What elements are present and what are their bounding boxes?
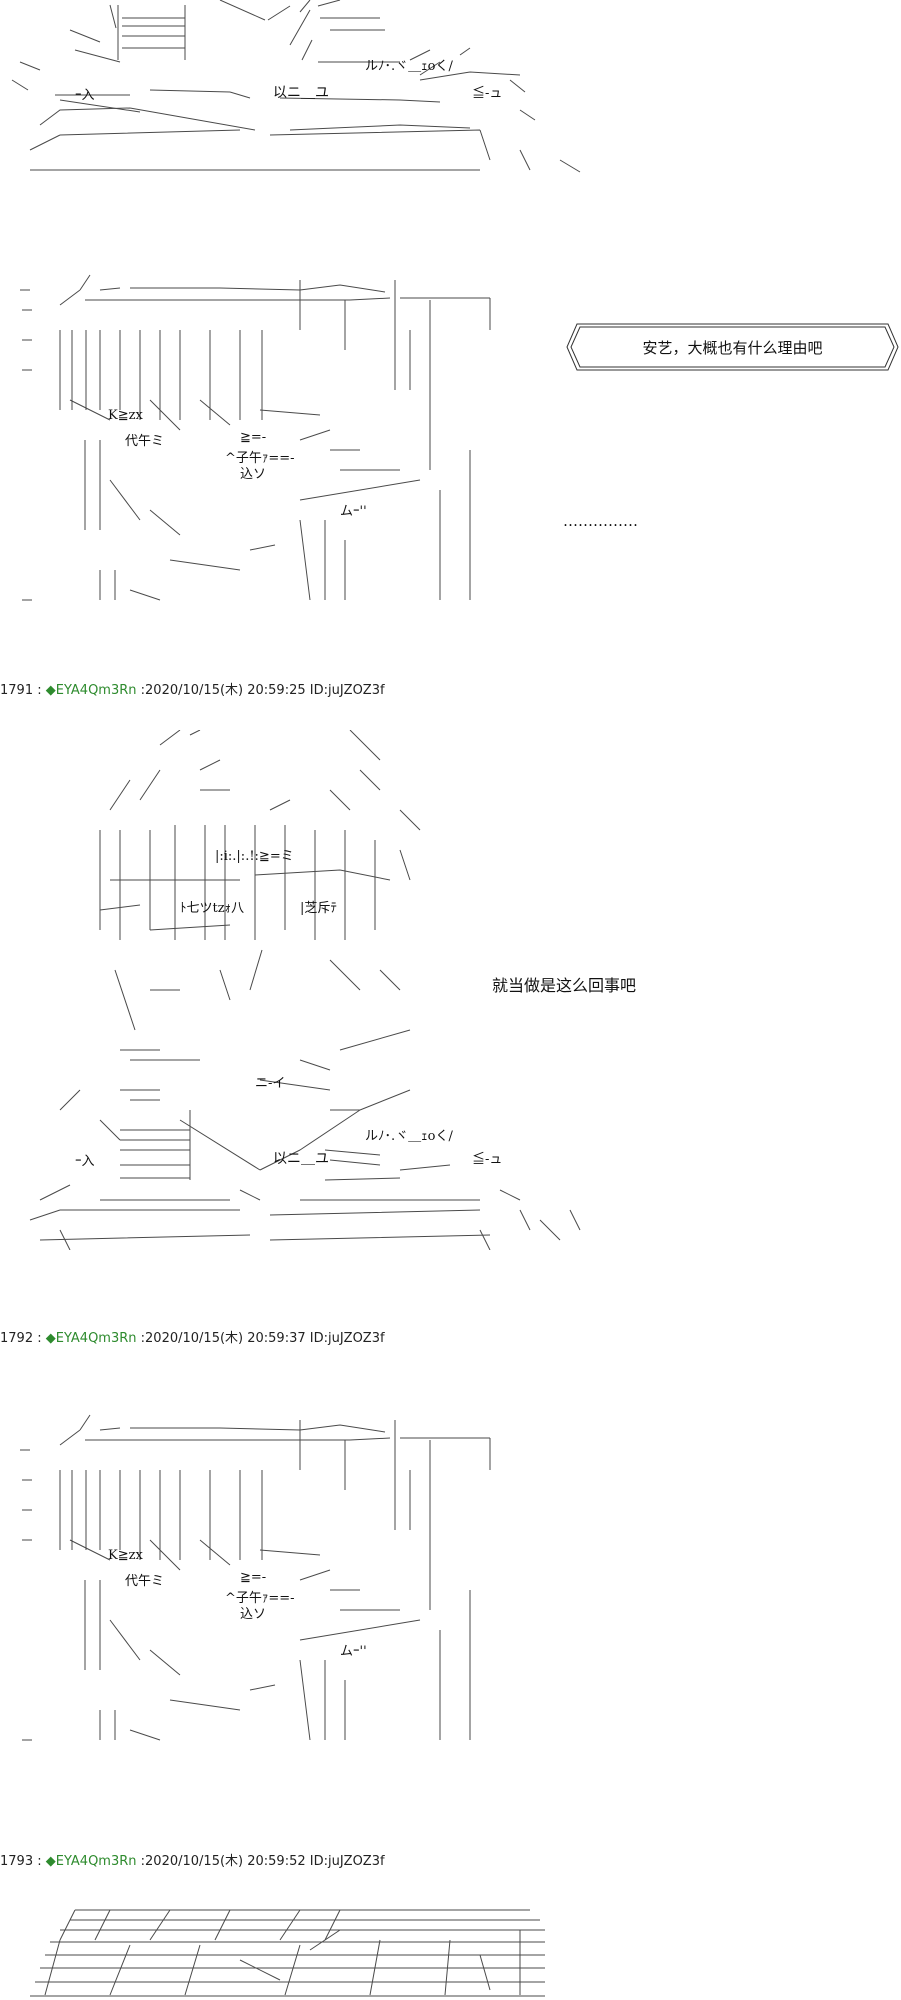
post-meta: :2020/10/15(木) 20:59:52 ID:juJZOZ3f bbox=[140, 1854, 385, 1869]
ascii-text-6: ≧=- bbox=[240, 430, 267, 445]
ascii-text-8b: 込ソ bbox=[240, 1607, 267, 1622]
ascii-text-5: 代午ミ bbox=[125, 434, 165, 449]
post-meta: :2020/10/15(木) 20:59:37 ID:juJZOZ3f bbox=[140, 1331, 385, 1346]
ascii-text-9: ムｰ'' bbox=[340, 504, 367, 519]
ascii-art-drawing bbox=[29, 730, 581, 1250]
trip-diamond-icon: ◆ bbox=[45, 1331, 56, 1346]
post-separator: : bbox=[37, 683, 42, 698]
ascii-text-3: ≦-ュ bbox=[472, 86, 503, 101]
trip-diamond-icon: ◆ bbox=[45, 683, 56, 698]
ascii-art-drawing bbox=[20, 1414, 491, 1741]
ascii-art-figure-2: |:i:.|:.!:≧=ミ ﾄ七ツtzｫ八 |芝斥ﾃ ニ-イ 以ニ＿ユ ルﾉ･.… bbox=[0, 730, 901, 1250]
ascii-text-8: 込ソ bbox=[240, 467, 267, 482]
post-separator: : bbox=[37, 1854, 42, 1869]
post-number: 1792 bbox=[0, 1331, 34, 1346]
ascii-text-10: |:i:.|:.!:≧=ミ bbox=[215, 849, 294, 864]
ascii-text-5b: 代午ミ bbox=[125, 1574, 165, 1589]
post-author-trip[interactable]: EYA4Qm3Rn bbox=[55, 1331, 137, 1346]
ascii-text-3b: ≦-ュ bbox=[472, 1152, 503, 1167]
trip-diamond-icon: ◆ bbox=[45, 1854, 56, 1869]
ascii-text-1b: 以ニ＿ユ bbox=[273, 1151, 329, 1167]
ascii-art-drawing bbox=[30, 1909, 545, 1997]
post-author-trip[interactable]: EYA4Qm3Rn bbox=[55, 1854, 137, 1869]
ascii-text-4: K≧zx bbox=[108, 408, 143, 423]
ellipsis-text: …………… bbox=[563, 512, 638, 530]
ascii-text-14b: ｰ入 bbox=[75, 1154, 95, 1169]
ascii-art-drawing bbox=[11, 0, 581, 173]
ascii-art-face-closeup-1: K≧zx 代午ミ ≧=- ^子午ｧ==- 込ソ ムｰ'' bbox=[0, 270, 901, 620]
post-number: 1791 bbox=[0, 683, 34, 698]
ascii-text-13: ニ-イ bbox=[255, 1076, 286, 1091]
ascii-text-4b: K≧zx bbox=[108, 1548, 143, 1563]
post-number: 1793 bbox=[0, 1854, 34, 1869]
post-header-1792: 1792 : ◆EYA4Qm3Rn :2020/10/15(木) 20:59:3… bbox=[0, 1330, 385, 1348]
dialogue-line-2: 就当做是这么回事吧 bbox=[492, 976, 637, 995]
post-header-1793: 1793 : ◆EYA4Qm3Rn :2020/10/15(木) 20:59:5… bbox=[0, 1853, 385, 1871]
ascii-text-9b: ムｰ'' bbox=[340, 1644, 367, 1659]
ascii-text-12: |芝斥ﾃ bbox=[300, 901, 337, 916]
ascii-text-7b: ^子午ｧ==- bbox=[225, 1591, 295, 1606]
speech-bubble-outline bbox=[566, 323, 899, 371]
ascii-art-torso-top: 以ニ＿ユ ルﾉ･.ヾ＿ｪoく/ ≦-ュ ｰ入 bbox=[0, 0, 901, 185]
ascii-text-7: ^子午ｧ==- bbox=[225, 451, 295, 466]
ascii-text-6b: ≧=- bbox=[240, 1570, 267, 1585]
post-header-1791: 1791 : ◆EYA4Qm3Rn :2020/10/15(木) 20:59:2… bbox=[0, 682, 385, 700]
ascii-text-2: ルﾉ･.ヾ＿ｪoく/ bbox=[365, 59, 453, 74]
ascii-text-2b: ルﾉ･.ヾ＿ｪoく/ bbox=[365, 1129, 453, 1144]
ascii-text-14: ｰ入 bbox=[75, 88, 95, 103]
speech-bubble: 安艺，大概也有什么理由吧 bbox=[565, 322, 900, 372]
ascii-text-11: ﾄ七ツtzｫ八 bbox=[180, 901, 245, 916]
speech-bubble-text: 安艺，大概也有什么理由吧 bbox=[642, 338, 823, 357]
post-author-trip[interactable]: EYA4Qm3Rn bbox=[55, 683, 137, 698]
ascii-art-face-closeup-2: K≧zx 代午ミ ≧=- ^子午ｧ==- 込ソ ムｰ'' bbox=[0, 1410, 901, 1760]
ascii-art-bottom-partial bbox=[0, 1900, 901, 2000]
ascii-art-drawing bbox=[20, 274, 491, 601]
post-meta: :2020/10/15(木) 20:59:25 ID:juJZOZ3f bbox=[140, 683, 385, 698]
post-separator: : bbox=[37, 1331, 42, 1346]
ascii-text-1: 以ニ＿ユ bbox=[273, 85, 329, 101]
